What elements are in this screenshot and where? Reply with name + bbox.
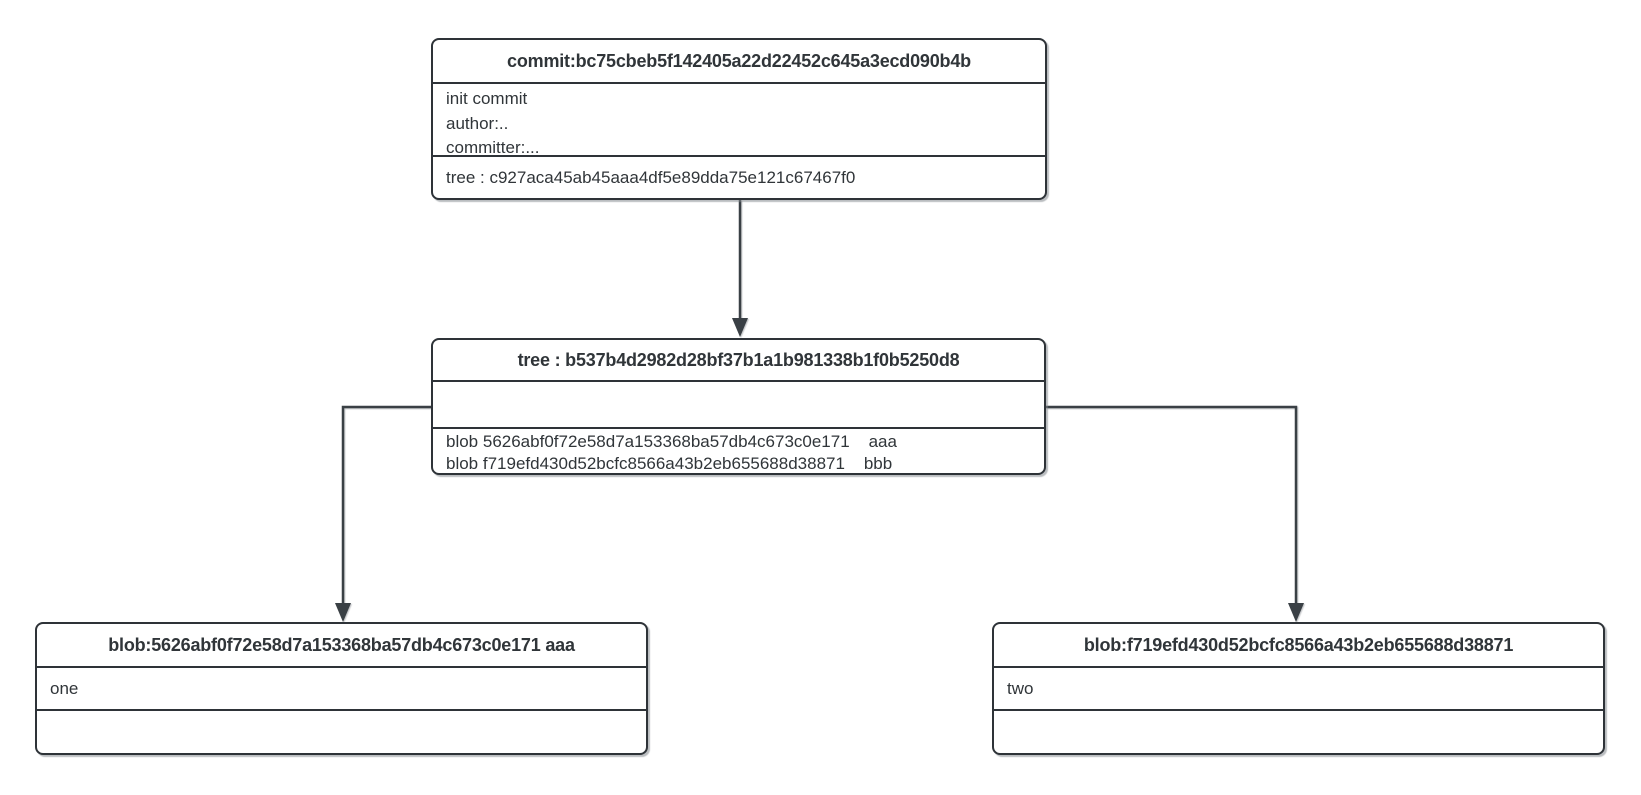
tree-node-empty-section xyxy=(433,380,1044,427)
blob-node-aaa: blob:5626abf0f72e58d7a153368ba57db4c673c… xyxy=(35,622,648,755)
blob-bbb-empty-section xyxy=(994,709,1603,753)
arrow-tree-to-blob-aaa xyxy=(335,405,433,622)
arrow-tree-to-blob-bbb xyxy=(1046,405,1304,622)
blob-aaa-empty-section xyxy=(37,709,646,753)
blob-aaa-title: blob:5626abf0f72e58d7a153368ba57db4c673c… xyxy=(108,634,575,655)
blob-aaa-content: one xyxy=(37,666,646,709)
blob-node-bbb: blob:f719efd430d52bcfc8566a43b2eb655688d… xyxy=(992,622,1605,755)
commit-tree-ref: tree : c927aca45ab45aaa4df5e89dda75e121c… xyxy=(433,155,1045,198)
commit-node: commit:bc75cbeb5f142405a22d22452c645a3ec… xyxy=(431,38,1047,200)
tree-node: tree : b537b4d2982d28bf37b1a1b981338b1f0… xyxy=(431,338,1046,475)
tree-entry-aaa: blob 5626abf0f72e58d7a153368ba57db4c673c… xyxy=(446,432,897,451)
commit-committer: committer:... xyxy=(446,138,540,157)
commit-node-title: commit:bc75cbeb5f142405a22d22452c645a3ec… xyxy=(507,50,971,71)
tree-node-entries: blob 5626abf0f72e58d7a153368ba57db4c673c… xyxy=(433,427,1044,475)
commit-node-body: init commit author:.. committer:... xyxy=(433,82,1045,157)
tree-entry-bbb: blob f719efd430d52bcfc8566a43b2eb655688d… xyxy=(446,454,893,473)
arrow-commit-to-tree xyxy=(732,200,748,337)
blob-bbb-content: two xyxy=(994,666,1603,709)
blob-bbb-title: blob:f719efd430d52bcfc8566a43b2eb655688d… xyxy=(1083,634,1514,655)
commit-author: author:.. xyxy=(446,113,509,133)
commit-message: init commit xyxy=(446,89,528,108)
tree-node-title: tree : b537b4d2982d28bf37b1a1b981338b1f0… xyxy=(517,349,960,370)
